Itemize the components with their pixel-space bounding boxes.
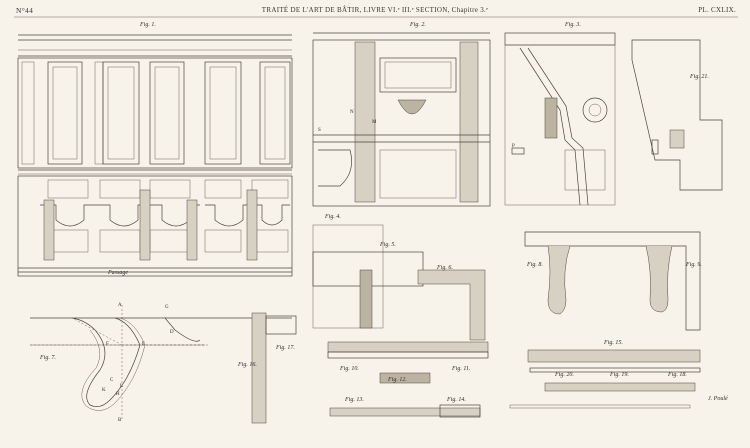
fig7-label: Fig. 7. bbox=[40, 355, 56, 361]
fig12-label: Fig. 12. bbox=[388, 377, 407, 383]
reference-letter-E: E bbox=[142, 342, 146, 347]
fig8-fig9-profiles bbox=[524, 231, 701, 331]
fig16-label: Fig. 16. bbox=[238, 362, 257, 368]
fig8-label: Fig. 8. bbox=[527, 262, 543, 268]
fig20-label: Fig. 20. bbox=[555, 372, 574, 378]
fig5-label: Fig. 5. bbox=[380, 242, 396, 248]
plate-id: PL. CXLIX. bbox=[698, 6, 736, 14]
fig11-label: Fig. 11. bbox=[452, 366, 471, 372]
fig18-label: Fig. 18. bbox=[668, 372, 687, 378]
fig7-curve-construction bbox=[30, 305, 292, 420]
fig2-label: Fig. 2. bbox=[410, 22, 426, 28]
reference-letter-G: G bbox=[165, 305, 169, 310]
fig16-fig17-details bbox=[251, 312, 297, 424]
reference-letter-M: M bbox=[372, 120, 377, 125]
reference-letter-C: C bbox=[110, 378, 114, 383]
fig14-label: Fig. 14. bbox=[447, 397, 466, 403]
passage-annotation: Passage bbox=[108, 270, 128, 276]
fig4-label: Fig. 4. bbox=[325, 214, 341, 220]
fig15-fig20-moldings bbox=[509, 349, 701, 409]
fig9-label: Fig. 9. bbox=[686, 262, 702, 268]
fig3-label: Fig. 3. bbox=[565, 22, 581, 28]
plate-title: TRAITÉ DE L'ART DE BÂTIR, LIVRE VI.ᵉ III… bbox=[261, 6, 489, 14]
fig15-label: Fig. 15. bbox=[604, 340, 623, 346]
fig3-section bbox=[504, 32, 616, 206]
reference-letter-B: B bbox=[118, 418, 122, 423]
reference-letter-N: N bbox=[350, 110, 354, 115]
fig10-fig14-moldings bbox=[327, 341, 489, 418]
reference-letter-H: H bbox=[116, 392, 120, 397]
reference-letter-S: S bbox=[318, 128, 321, 133]
fig10-label: Fig. 10. bbox=[340, 366, 359, 372]
reference-letter-A: A bbox=[118, 303, 122, 308]
reference-letter-F: F bbox=[106, 342, 109, 347]
fig4-fig6-profiles bbox=[312, 224, 486, 341]
reference-letter-L: L bbox=[120, 384, 124, 389]
fig2-seat-elevation bbox=[312, 32, 491, 207]
plate-number: N°44 bbox=[16, 6, 34, 15]
fig1-stalls-elevation bbox=[17, 34, 293, 277]
fig6-label: Fig. 6. bbox=[437, 265, 453, 271]
engraver-credit: J. Poulé bbox=[708, 396, 728, 402]
fig1-label: Fig. 1. bbox=[140, 22, 156, 28]
fig17-label: Fig. 17. bbox=[276, 345, 295, 351]
fig21-label: Fig. 21. bbox=[690, 74, 709, 80]
reference-letter-D: D bbox=[170, 330, 174, 335]
reference-letter-P: P bbox=[512, 144, 515, 149]
fig13-label: Fig. 13. bbox=[345, 397, 364, 403]
fig21-profile bbox=[631, 39, 723, 191]
fig19-label: Fig. 19. bbox=[610, 372, 629, 378]
reference-letter-K: K bbox=[102, 388, 106, 393]
